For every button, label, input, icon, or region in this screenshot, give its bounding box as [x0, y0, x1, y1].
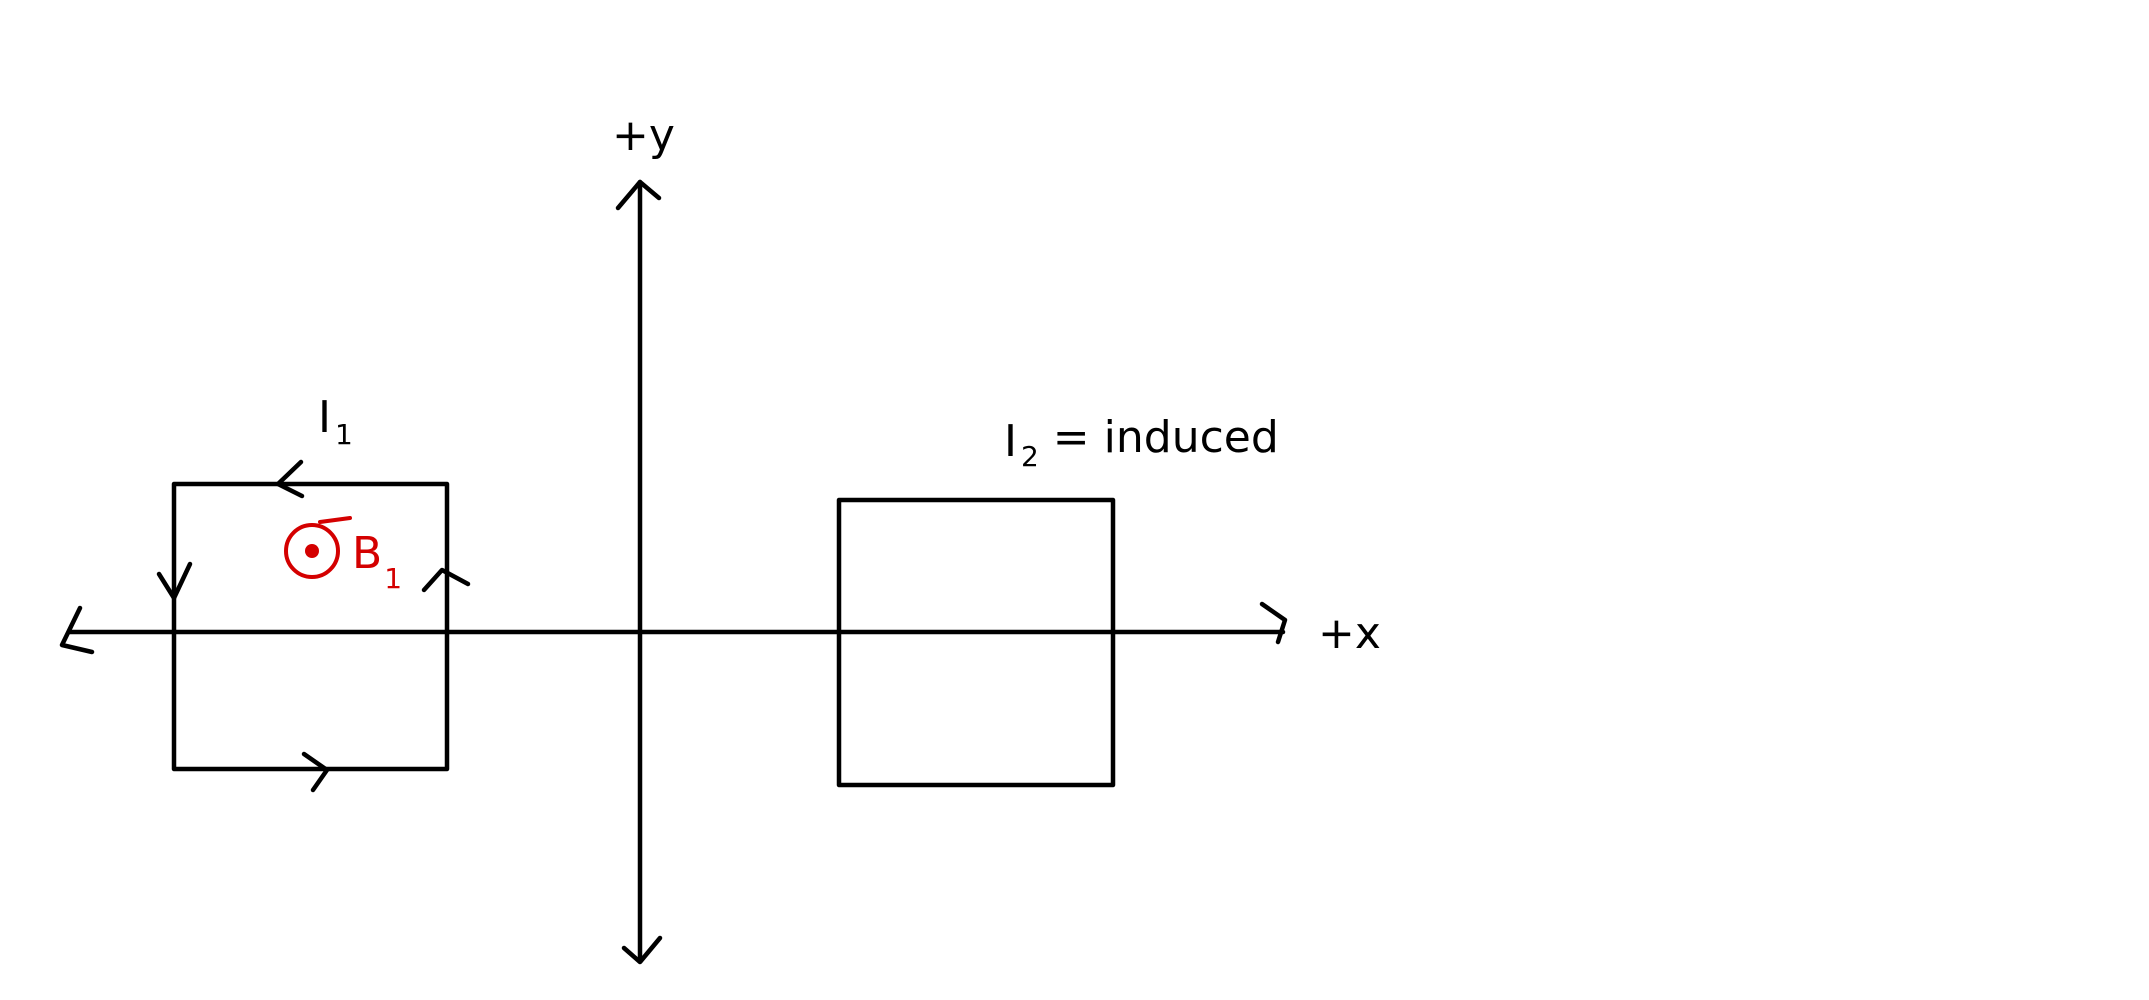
current-arrow-top-left — [275, 459, 305, 499]
field-out-of-page-icon — [284, 523, 340, 579]
x-axis-left-arrow — [59, 605, 95, 655]
loop-2 — [836, 497, 1116, 788]
y-axis-label: +y — [612, 110, 675, 161]
current-arrow-left-down — [156, 561, 193, 601]
x-axis-right-arrow — [1259, 601, 1288, 645]
field-label: B1 — [352, 528, 402, 595]
x-axis — [59, 601, 1288, 655]
y-axis-bottom-arrow — [621, 935, 663, 965]
current-arrow-bottom-right — [301, 751, 330, 793]
y-axis-top-arrow — [615, 179, 662, 211]
vector-arrow-bar — [318, 516, 352, 524]
x-axis-label: +x — [1318, 608, 1381, 659]
loop-1 — [156, 459, 471, 793]
current-arrow-right-up — [421, 567, 471, 593]
y-axis — [615, 179, 663, 965]
